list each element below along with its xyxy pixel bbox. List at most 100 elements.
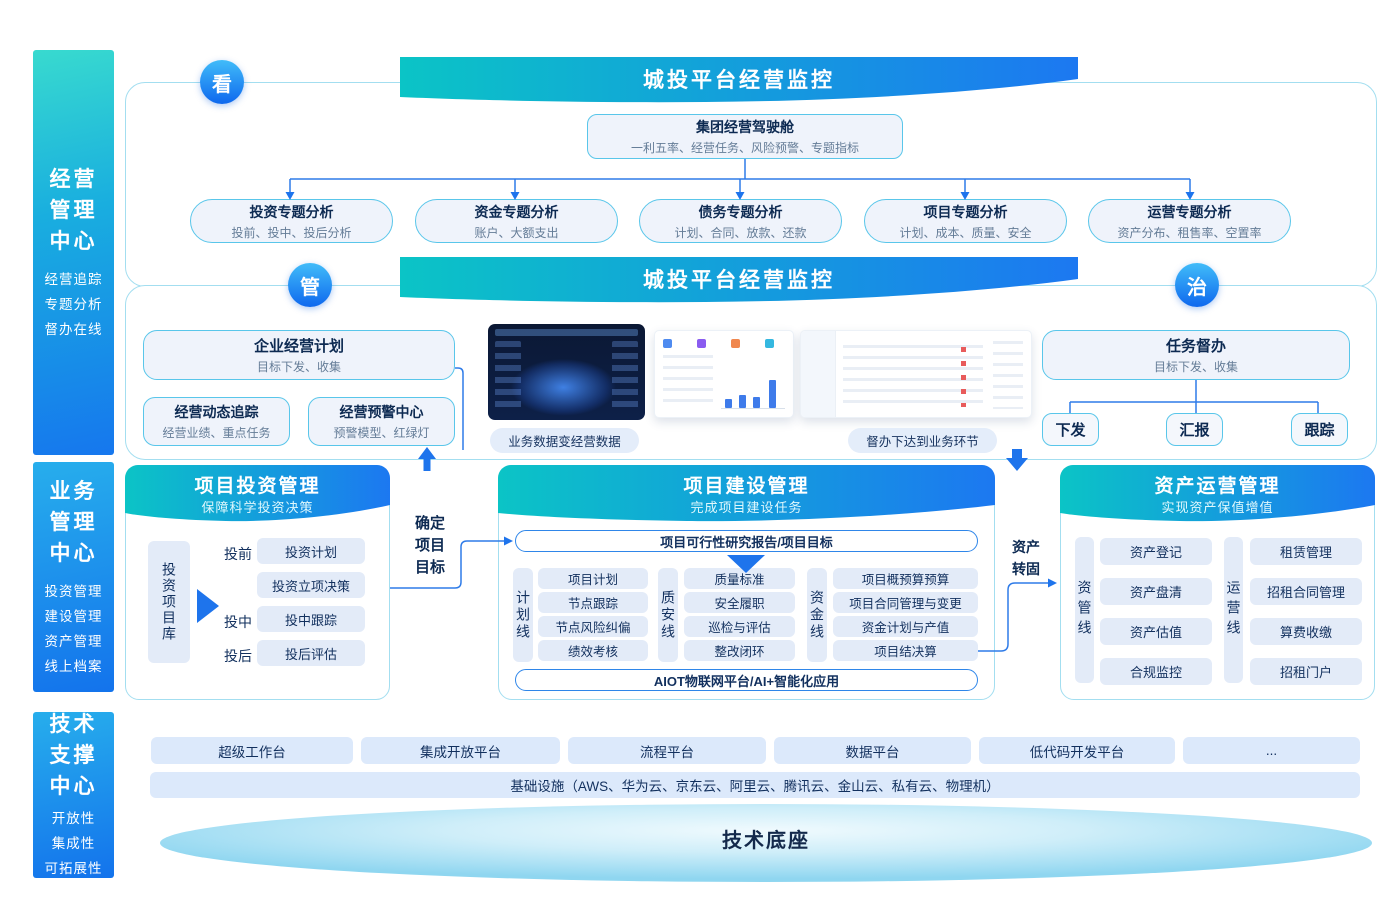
sidebar-item: 建设管理 — [44, 608, 103, 624]
panel-title: 资产运营管理 — [1154, 476, 1281, 497]
investment-item: 投中跟踪 — [257, 606, 365, 632]
construction-item: 节点风险纠偏 — [538, 616, 648, 637]
sidebar-block-business-center: 业务 管理 中心 投资管理 建设管理 资产管理 线上档案 — [33, 462, 114, 692]
sidebar-item: 可拓展性 — [44, 861, 103, 876]
table-screenshot — [800, 330, 1032, 418]
chart-baseline — [721, 408, 785, 409]
sidebar-item: 督办在线 — [44, 321, 103, 337]
task-supervision-box: 任务督办 目标下发、收集 — [1042, 330, 1350, 380]
cockpit-box: 集团经营驾驶舱 一利五率、经营任务、风险预警、专题指标 — [587, 114, 903, 159]
stage-label-mid: 投中 — [224, 614, 252, 630]
box-subtitle: 目标下发、收集 — [1153, 360, 1238, 374]
line-label-asset-mgmt: 资管线 — [1075, 537, 1094, 683]
chip — [731, 339, 740, 348]
banner-ribbon-shape — [400, 57, 1078, 103]
sidebar-item: 线上档案 — [44, 658, 103, 674]
banner-title: 城投平台经营监控 — [643, 269, 835, 292]
sidebar-title: 业务 管理 中心 — [49, 479, 98, 565]
stage-label-pre: 投前 — [224, 546, 252, 562]
sidebar-block-tech-center: 技术 支撑 中心 开放性 集成性 可拓展性 — [33, 712, 114, 878]
line-label-plan: 计划线 — [513, 568, 533, 662]
detail-panel — [993, 341, 1023, 409]
platform-more: ... — [1183, 737, 1360, 764]
panel-header-investment: 项目投资管理 保障科学投资决策 — [125, 465, 390, 523]
sidebar-item: 集成性 — [51, 836, 96, 851]
badge-manage: 管 — [288, 263, 332, 307]
analysis-subtitle: 计划、成本、质量、安全 — [899, 225, 1032, 240]
construction-item: 安全履职 — [684, 592, 795, 613]
pill-supervision: 督办下达到业务环节 — [848, 428, 997, 453]
chip — [765, 339, 774, 348]
report-lines — [663, 355, 713, 409]
investment-item: 投后评估 — [257, 640, 365, 666]
construction-item: 质量标准 — [684, 568, 795, 589]
asset-item: 租赁管理 — [1250, 538, 1362, 565]
construction-item: 项目概预算预算 — [833, 568, 978, 589]
banner-title: 城投平台经营监控 — [643, 69, 835, 92]
analysis-subtitle: 计划、合同、放款、还款 — [674, 225, 807, 240]
badge-govern: 治 — [1175, 263, 1219, 307]
line-label-funds: 资金线 — [807, 568, 827, 662]
construction-item: 资金计划与产值 — [833, 616, 978, 637]
analysis-subtitle: 投前、投中、投后分析 — [231, 225, 352, 240]
analysis-title: 资金专题分析 — [474, 203, 559, 220]
platform-data: 数据平台 — [774, 737, 971, 764]
flow-label-transfer: 资产 转固 — [1012, 539, 1040, 577]
action-dispatch: 下发 — [1042, 413, 1099, 446]
construction-item: 绩效考核 — [538, 640, 648, 661]
dynamic-tracking-box: 经营动态追踪 经营业绩、重点任务 — [143, 397, 290, 446]
construction-item: 巡检与评估 — [684, 616, 795, 637]
stage-label-post: 投后 — [224, 648, 252, 664]
panel-subtitle: 保障科学投资决策 — [201, 500, 314, 515]
analysis-title: 债务专题分析 — [698, 203, 783, 220]
action-report: 汇报 — [1166, 413, 1223, 446]
bar — [753, 397, 760, 408]
asset-item: 招租门户 — [1250, 658, 1362, 685]
dashboard-topbar — [495, 329, 638, 336]
asset-item: 资产登记 — [1100, 538, 1212, 565]
badge-look: 看 — [200, 60, 244, 104]
sidebar-item: 开放性 — [51, 811, 96, 826]
sidebar-item: 经营追踪 — [44, 271, 103, 287]
flow-label-target: 确定 项目 目标 — [414, 515, 445, 576]
infrastructure-bar: 基础设施（AWS、华为云、京东云、阿里云、腾讯云、金山云、私有云、物理机） — [150, 772, 1360, 798]
sidebar-items: 经营追踪 专题分析 督办在线 — [45, 267, 103, 342]
box-title: 经营动态追踪 — [174, 404, 259, 420]
analysis-box-operation: 运营专题分析 资产分布、租售率、空置率 — [1088, 199, 1291, 243]
banner-top: 城投平台经营监控 — [400, 57, 1078, 103]
asset-item: 资产盘清 — [1100, 578, 1212, 605]
investment-item: 投资立项决策 — [257, 572, 365, 598]
sidebar-item: 投资管理 — [44, 583, 103, 599]
construction-item: 项目计划 — [538, 568, 648, 589]
cockpit-title: 集团经营驾驶舱 — [696, 119, 794, 135]
asset-item: 资产估值 — [1100, 618, 1212, 645]
panel-subtitle: 实现资产保值增值 — [1161, 500, 1274, 515]
analysis-box-debt: 债务专题分析 计划、合同、放款、还款 — [639, 199, 842, 243]
aiot-bar: AIOT物联网平台/AI+智能化应用 — [515, 669, 978, 691]
box-title: 企业经营计划 — [253, 338, 344, 355]
asset-item: 招租合同管理 — [1250, 578, 1362, 605]
analysis-title: 项目专题分析 — [923, 203, 1008, 220]
dashboard-screenshot-dark — [488, 324, 645, 420]
sidebar-title: 技术 支撑 中心 — [49, 713, 98, 798]
banner-ribbon-shape — [400, 257, 1078, 303]
investment-item: 投资计划 — [257, 538, 365, 564]
dashboard-right-widgets — [612, 341, 638, 412]
chip — [697, 339, 706, 348]
sidebar-block-operation-center: 经营 管理 中心 经营追踪 专题分析 督办在线 — [33, 50, 114, 455]
sidebar-title: 经营 管理 中心 — [49, 167, 98, 253]
table-sidebar — [801, 331, 836, 417]
asset-item: 算费收缴 — [1250, 618, 1362, 645]
analysis-box-project: 项目专题分析 计划、成本、质量、安全 — [864, 199, 1067, 243]
platform-integration: 集成开放平台 — [361, 737, 560, 764]
warning-center-box: 经营预警中心 预警模型、红绿灯 — [308, 397, 455, 446]
analysis-title: 运营专题分析 — [1147, 203, 1232, 220]
tech-base-label: 技术底座 — [722, 829, 810, 852]
dashboard-left-widgets — [495, 341, 521, 412]
sidebar-item: 专题分析 — [44, 296, 103, 312]
bar — [769, 380, 776, 408]
enterprise-plan-box: 企业经营计划 目标下发、收集 — [143, 330, 455, 380]
panel-subtitle: 完成项目建设任务 — [690, 500, 803, 515]
sidebar-items: 投资管理 建设管理 资产管理 线上档案 — [45, 579, 103, 679]
sidebar-item: 资产管理 — [44, 633, 103, 649]
